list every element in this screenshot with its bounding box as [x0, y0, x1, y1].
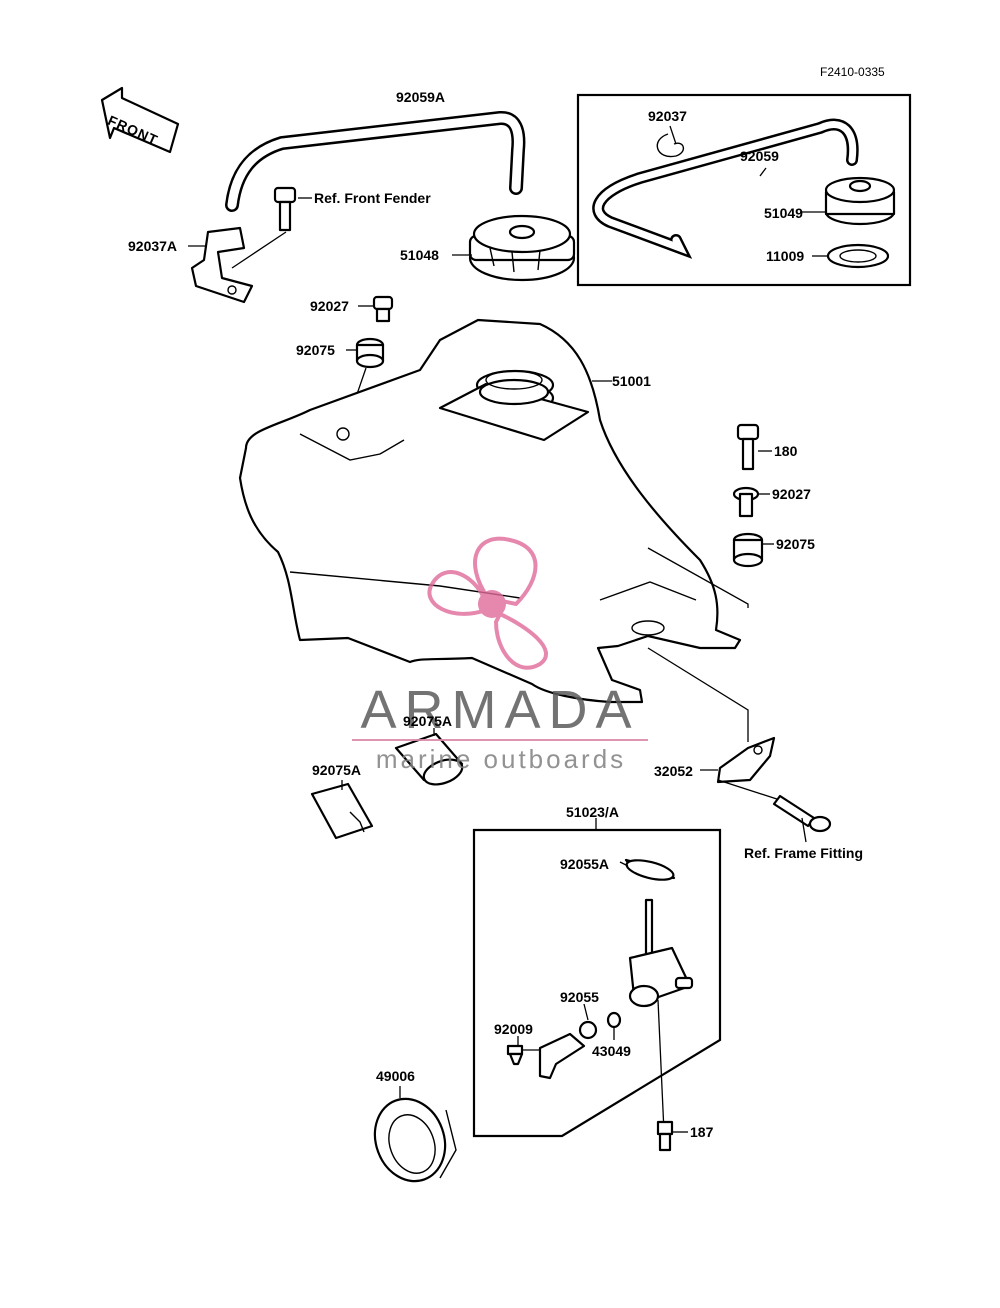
label-92027-right: 92027 [772, 486, 811, 502]
collar-92027-right [732, 486, 770, 518]
label-51048: 51048 [400, 247, 439, 263]
damper-92075-right [732, 532, 774, 568]
label-92075-top: 92075 [296, 342, 335, 358]
petcock-box-51023a [472, 818, 722, 1152]
label-51023a: 51023/A [566, 804, 619, 820]
diagram-code: F2410-0335 [820, 65, 885, 79]
label-92037: 92037 [648, 108, 687, 124]
sleeve-92075a-1 [394, 728, 464, 786]
inset-box [576, 93, 912, 287]
label-ref-frame-fitting: Ref. Frame Fitting [744, 845, 864, 861]
bracket-32052 [700, 736, 781, 801]
label-92055: 92055 [560, 989, 599, 1005]
label-92037a: 92037A [128, 238, 178, 254]
collar-92027-top [358, 295, 394, 323]
label-92059: 92059 [740, 148, 779, 164]
label-51049: 51049 [764, 205, 803, 221]
label-187: 187 [690, 1124, 714, 1140]
bolt-180 [736, 423, 772, 471]
frame-fitting-bolt [772, 794, 832, 843]
front-arrow-icon [100, 86, 180, 154]
sleeve-92075a-2 [310, 780, 374, 840]
label-180: 180 [774, 443, 798, 459]
label-92075-right: 92075 [776, 536, 815, 552]
label-92009: 92009 [494, 1021, 533, 1037]
front-fender-bolt [231, 186, 312, 269]
label-ref-front-fender: Ref. Front Fender [314, 190, 431, 206]
label-92075a-2: 92075A [312, 762, 362, 778]
watermark-tagline: marine outboards [375, 744, 627, 774]
label-51001: 51001 [612, 373, 651, 389]
label-11009: 11009 [766, 248, 805, 264]
label-92027-top: 92027 [310, 298, 349, 314]
label-32052: 32052 [654, 763, 693, 779]
label-92075a-1: 92075A [403, 713, 453, 729]
watermark-brand: ARMADA [360, 680, 640, 740]
fuel-cap-51048 [452, 214, 576, 282]
fuel-tank-51001 [238, 318, 749, 742]
bracket-92037a [188, 226, 254, 304]
watermark-divider [352, 739, 648, 741]
label-92055a: 92055A [560, 856, 610, 872]
propeller-logo-icon [427, 536, 548, 670]
hose-92059a [225, 111, 526, 212]
label-92059a: 92059A [396, 89, 446, 105]
label-43049: 43049 [592, 1043, 631, 1059]
label-49006: 49006 [376, 1068, 415, 1084]
grommet-49006 [373, 1086, 457, 1183]
